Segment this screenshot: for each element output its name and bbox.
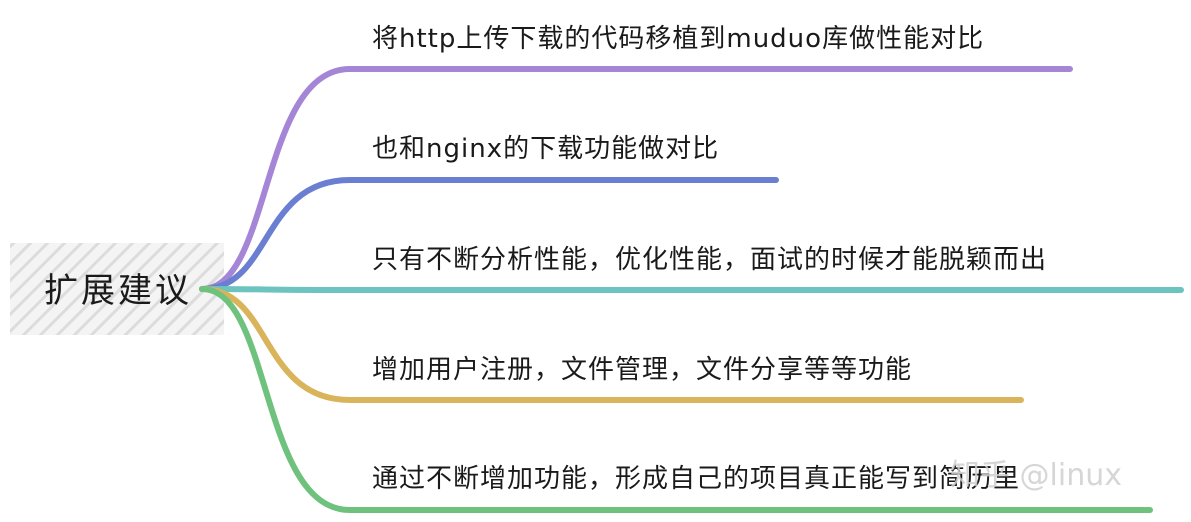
branch-label-2: 也和nginx的下载功能做对比 (372, 134, 719, 164)
branch-label-1: 将http上传下载的代码移植到muduo库做性能对比 (372, 24, 984, 54)
root-node-background (10, 243, 224, 335)
branch-line-3 (199, 286, 1184, 293)
branch-line-4 (199, 286, 1024, 403)
branch-label-5: 通过不断增加功能，形成自己的项目真正能写到简历里 (372, 464, 1020, 494)
branch-lines (199, 66, 1184, 513)
root-node-label: 扩展建议 (44, 271, 192, 311)
branch-line-2 (199, 177, 779, 292)
branch-line-1 (199, 66, 1073, 292)
branch-label-4: 增加用户注册，文件管理，文件分享等等功能 (372, 355, 912, 385)
watermark: 知乎 @linux (950, 458, 1122, 493)
branch-label-3: 只有不断分析性能，优化性能，面试的时候才能脱颖而出 (372, 245, 1047, 275)
branch-line-5 (199, 286, 1153, 513)
